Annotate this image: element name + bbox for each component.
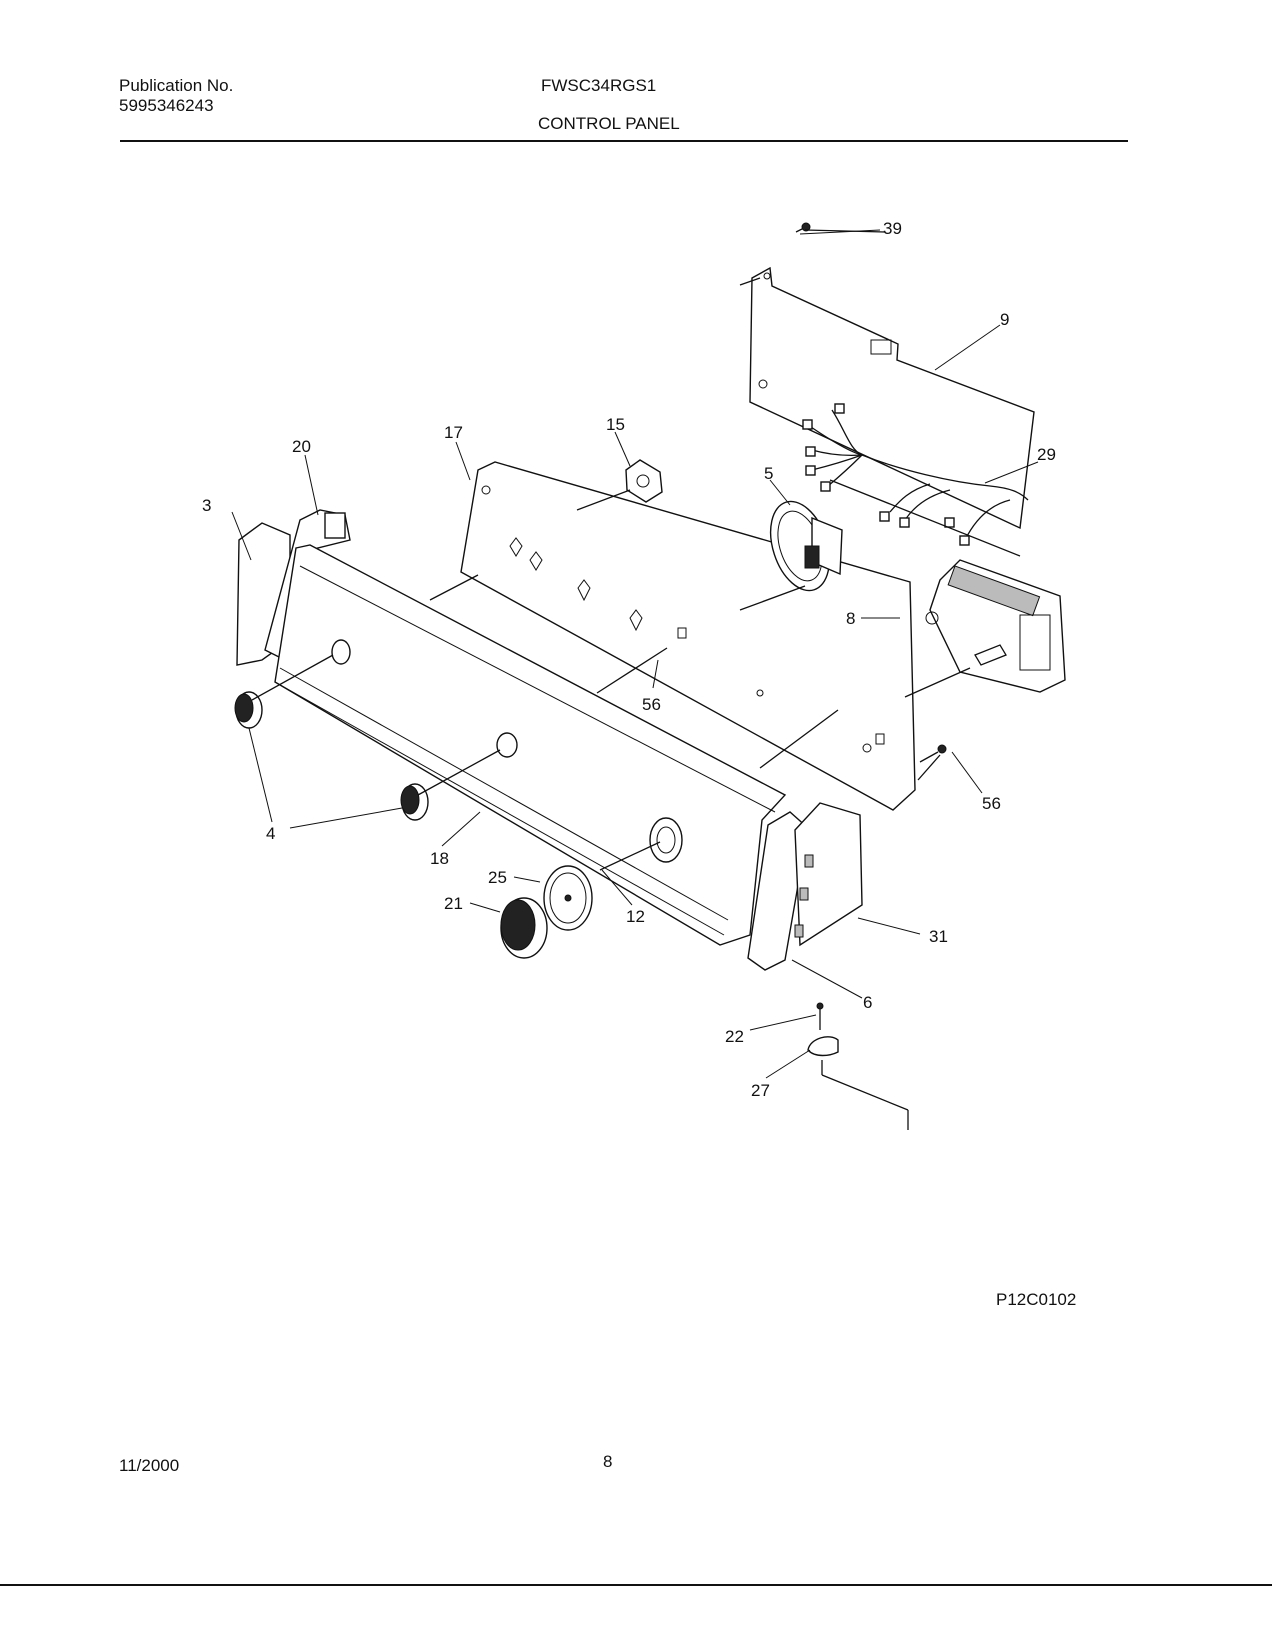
footer-date: 11/2000 [119, 1456, 180, 1475]
callout-31: 31 [929, 927, 948, 946]
part-8-timer [925, 559, 1066, 693]
part-18-console-panel [274, 544, 787, 946]
callout-9: 9 [1000, 310, 1009, 329]
part-31-right-bracket [794, 802, 863, 947]
callout-12: 12 [626, 907, 645, 926]
section-title: CONTROL PANEL [538, 114, 680, 133]
leader-lines [231, 229, 1039, 1079]
callout-22: 22 [725, 1027, 744, 1046]
part-56-screw [919, 744, 947, 763]
callout-17: 17 [444, 423, 463, 442]
callout-25: 25 [488, 868, 507, 887]
part-17-rear-panel [460, 461, 916, 811]
diagram-code: P12C0102 [996, 1290, 1077, 1309]
part-9-bracket [749, 266, 1035, 530]
part-6-right-end-cap [747, 811, 809, 971]
assembly-lines [251, 229, 1021, 1130]
callout-5: 5 [764, 464, 773, 483]
callout-56-rear: 56 [642, 695, 661, 714]
part-4-knobs [234, 691, 429, 821]
part-25-dial-skirt [543, 865, 593, 931]
callout-20: 20 [292, 437, 311, 456]
header-rule [120, 140, 1128, 142]
page-number: 8 [603, 1452, 613, 1471]
callout-labels: 39 9 29 15 17 20 3 5 8 56 56 4 18 25 21 … [202, 219, 1056, 1100]
part-21-timer-knob [500, 897, 548, 959]
part-29-wire-harness [802, 403, 1029, 546]
callout-29: 29 [1037, 445, 1056, 464]
model-number: FWSC34RGS1 [541, 76, 657, 95]
callout-4: 4 [266, 824, 275, 843]
callout-39: 39 [883, 219, 902, 238]
callout-8: 8 [846, 609, 855, 628]
callout-6: 6 [863, 993, 872, 1012]
callout-21: 21 [444, 894, 463, 913]
footer-rule [0, 1584, 1272, 1586]
part-27-clip [807, 1036, 839, 1057]
callout-56-side: 56 [982, 794, 1001, 813]
publication-label: Publication No. [119, 76, 234, 95]
callout-3: 3 [202, 496, 211, 515]
callout-27: 27 [751, 1081, 770, 1100]
part-15-switch [625, 459, 663, 503]
part-22-screw [816, 1002, 824, 1030]
part-5-dial-assembly [769, 500, 843, 592]
callout-15: 15 [606, 415, 625, 434]
part-39-screw [795, 222, 811, 233]
callout-18: 18 [430, 849, 449, 868]
publication-number: 5995346243 [119, 96, 214, 115]
